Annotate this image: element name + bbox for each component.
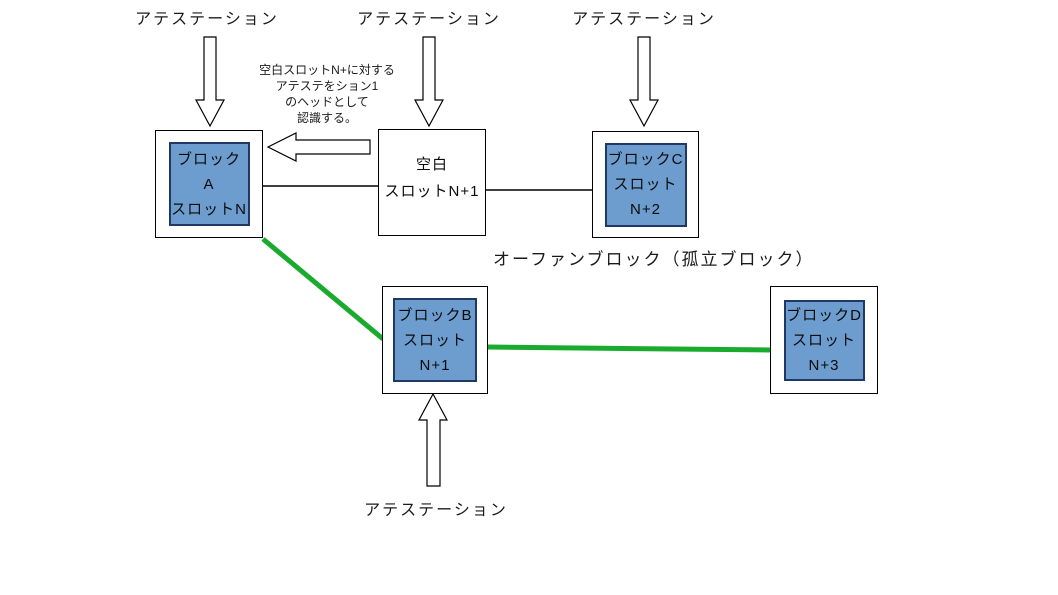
attestation-label-bottom: アテステーション (364, 502, 508, 519)
up-arrow-icon (417, 392, 449, 487)
note-text: 空白スロットN+に対する アテステをション1 のヘッドとして 認識する。 (259, 62, 395, 126)
block-d-box: ブロックD スロット N+3 (770, 286, 878, 394)
block-b-label-line: ブロックB (397, 306, 473, 324)
attestation-label-top-right: アテステーション (572, 11, 716, 28)
block-b-box: ブロックB スロット N+1 (382, 286, 488, 394)
attestation-label-top-left: アテステーション (135, 11, 279, 28)
blank-slot-label-line: 空白 (415, 155, 448, 173)
note-line: 空白スロットN+に対する (259, 63, 395, 77)
down-arrow-icon-left (194, 36, 226, 128)
block-c-box: ブロックC スロット N+2 (592, 131, 699, 238)
block-a-fill: ブロック A スロットN (168, 142, 250, 226)
block-a-label-line: スロットN (171, 200, 247, 218)
block-b-fill: ブロックB スロット N+1 (393, 298, 477, 382)
block-a-label-line: ブロック (176, 150, 241, 168)
block-c-fill: ブロックC スロット N+2 (604, 142, 687, 227)
block-b-label-line: N+1 (419, 356, 451, 374)
down-arrow-icon-right (628, 36, 660, 128)
blank-slot-label: 空白 スロットN+1 (385, 151, 480, 205)
block-b-label-line: スロット (402, 331, 467, 349)
down-arrow-icon-center (413, 36, 445, 128)
block-a-box: ブロック A スロットN (155, 130, 263, 238)
block-d-label-line: ブロックD (786, 306, 862, 324)
left-arrow-icon (266, 132, 371, 162)
orphan-block-label: オーファンブロック（孤立ブロック） (493, 250, 815, 269)
block-c-label-line: N+2 (630, 201, 661, 218)
block-d-label-line: N+3 (808, 356, 840, 374)
block-c-label-line: ブロックC (607, 151, 684, 168)
block-d-fill: ブロックD スロット N+3 (783, 299, 865, 381)
block-c-label-line: スロット (613, 176, 678, 193)
green-link-blockA-blockB (261, 237, 385, 341)
attestation-label-top-center: アテステーション (357, 11, 501, 28)
block-a-label-line: A (203, 175, 215, 193)
blank-slot-label-line: スロットN+1 (384, 182, 480, 200)
block-d-label-line: スロット (791, 331, 856, 349)
green-link-blockB-blockD (487, 344, 771, 353)
note-line: 認識する。 (296, 111, 357, 125)
note-line: アテステをション1 (275, 79, 379, 93)
blank-slot-box: 空白 スロットN+1 (378, 129, 486, 236)
note-line: のヘッドとして (285, 95, 369, 109)
